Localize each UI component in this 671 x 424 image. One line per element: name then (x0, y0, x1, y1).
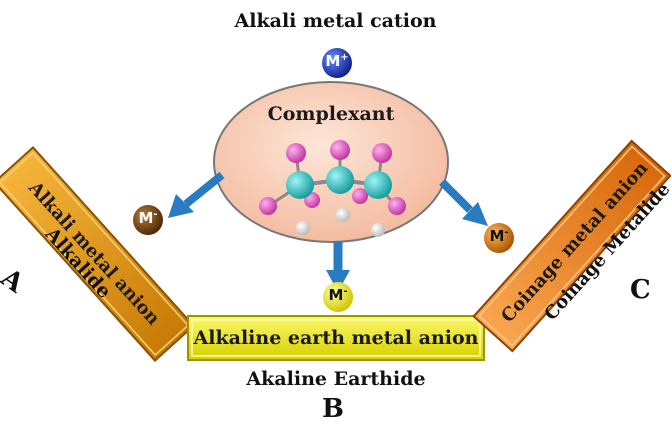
letter-b: B (322, 394, 344, 424)
earthide-anion-sphere (323, 282, 353, 312)
earthide-anion-label: M- (328, 286, 348, 304)
cation-sphere (322, 48, 352, 78)
metalide-bar (472, 139, 671, 353)
metalide-anion-label: M- (489, 227, 509, 245)
molecule-icon (259, 140, 406, 237)
earthide-bar-label: Alkaline earth metal anion (193, 327, 479, 349)
earthide-caption: Akaline Earthide (246, 368, 426, 390)
alkalide-bar (0, 146, 196, 362)
complexant-label: Complexant (267, 103, 395, 125)
arrow-to-earthide (326, 242, 350, 292)
alkalide-anion-sphere (133, 205, 163, 235)
arrow-to-alkalide (168, 171, 225, 218)
cation-label: M+ (325, 52, 349, 70)
arrow-to-metalide (439, 179, 488, 226)
title-alkali-metal-cation: Alkali metal cation (234, 10, 437, 32)
metalide-anion-sphere (484, 223, 514, 253)
alkalide-anion-label: M- (138, 209, 158, 227)
earthide-bar (187, 315, 485, 361)
letter-c: C (630, 275, 651, 305)
